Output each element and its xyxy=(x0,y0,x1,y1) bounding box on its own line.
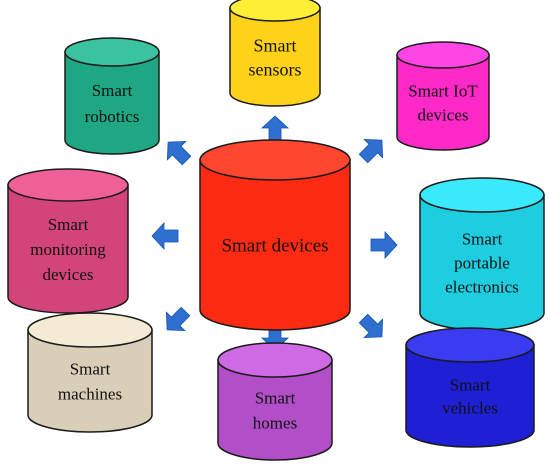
machines-arrow xyxy=(165,306,191,332)
node-machines-cylinder-body xyxy=(27,329,153,433)
node-portable-label-line-3: electronics xyxy=(445,277,519,296)
center-cylinder-top xyxy=(199,139,351,181)
node-iot-label-line-2: devices xyxy=(418,105,469,124)
node-sensors-cylinder-body xyxy=(229,7,321,107)
node-vehicles-cylinder: Smart vehicles xyxy=(405,327,535,448)
iot-arrow xyxy=(358,138,384,164)
center-cylinder-body xyxy=(199,159,351,331)
node-vehicles-cylinder-body xyxy=(405,344,535,448)
node-vehicles-label-line-2: vehicles xyxy=(442,398,498,417)
node-homes-cylinder-body xyxy=(217,359,333,461)
node-iot-cylinder: Smart IoT devices xyxy=(396,41,490,151)
node-robotics-cylinder-top xyxy=(64,37,160,67)
sensors-arrow xyxy=(260,115,290,143)
node-sensors-label-line-2: sensors xyxy=(249,59,302,79)
monitoring-arrow xyxy=(151,221,179,251)
node-iot-cylinder-top xyxy=(396,41,490,69)
node-vehicles-label-line-1: Smart xyxy=(450,375,491,394)
node-homes-label-line-2: homes xyxy=(253,413,297,432)
node-monitoring-cylinder: Smart monitoring devices xyxy=(7,168,129,314)
robotics-arrow-shape xyxy=(166,140,192,166)
node-homes-cylinder: Smart homes xyxy=(217,342,333,461)
center-cylinder: Smart devices xyxy=(199,139,351,331)
monitoring-arrow-shape xyxy=(151,221,179,251)
vehicles-arrow-shape xyxy=(358,313,384,339)
node-vehicles-cylinder-top xyxy=(405,327,535,363)
portable-arrow xyxy=(370,230,398,260)
iot-arrow-shape xyxy=(358,138,384,164)
vehicles-arrow xyxy=(358,313,384,339)
node-monitoring-label-line-3: devices xyxy=(43,265,94,284)
node-monitoring-label-line-2: monitoring xyxy=(30,240,106,259)
node-robotics-cylinder: Smart robotics xyxy=(64,37,160,155)
node-sensors-label-line-1: Smart xyxy=(254,35,297,55)
node-portable-cylinder-top xyxy=(419,177,545,213)
node-iot-cylinder-body xyxy=(396,54,490,151)
robotics-arrow xyxy=(166,140,192,166)
node-machines-label-line-2: machines xyxy=(58,384,122,403)
node-sensors-cylinder-top xyxy=(229,0,321,22)
node-monitoring-cylinder-body xyxy=(7,184,129,314)
node-portable-cylinder: Smart portable electronics xyxy=(419,177,545,331)
node-homes-label-line-1: Smart xyxy=(255,388,296,407)
center-label-line-1: Smart devices xyxy=(221,236,328,257)
node-robotics-label-line-1: Smart xyxy=(92,81,133,100)
node-machines-label-line-1: Smart xyxy=(70,359,111,378)
node-robotics-label-line-2: robotics xyxy=(85,107,140,126)
sensors-arrow-shape xyxy=(260,115,290,143)
node-iot-label-line-1: Smart IoT xyxy=(408,81,478,100)
node-portable-label-line-1: Smart xyxy=(462,229,503,248)
node-monitoring-cylinder-top xyxy=(7,168,129,202)
node-sensors-cylinder: Smart sensors xyxy=(229,0,321,107)
node-machines-cylinder-top xyxy=(27,312,153,348)
node-monitoring-label-line-1: Smart xyxy=(48,215,89,234)
node-machines-cylinder: Smart machines xyxy=(27,312,153,433)
node-robotics-cylinder-body xyxy=(64,51,160,155)
node-portable-label-line-2: portable xyxy=(454,253,510,272)
machines-arrow-shape xyxy=(165,306,191,332)
portable-arrow-shape xyxy=(370,230,398,260)
node-homes-cylinder-top xyxy=(217,342,333,378)
